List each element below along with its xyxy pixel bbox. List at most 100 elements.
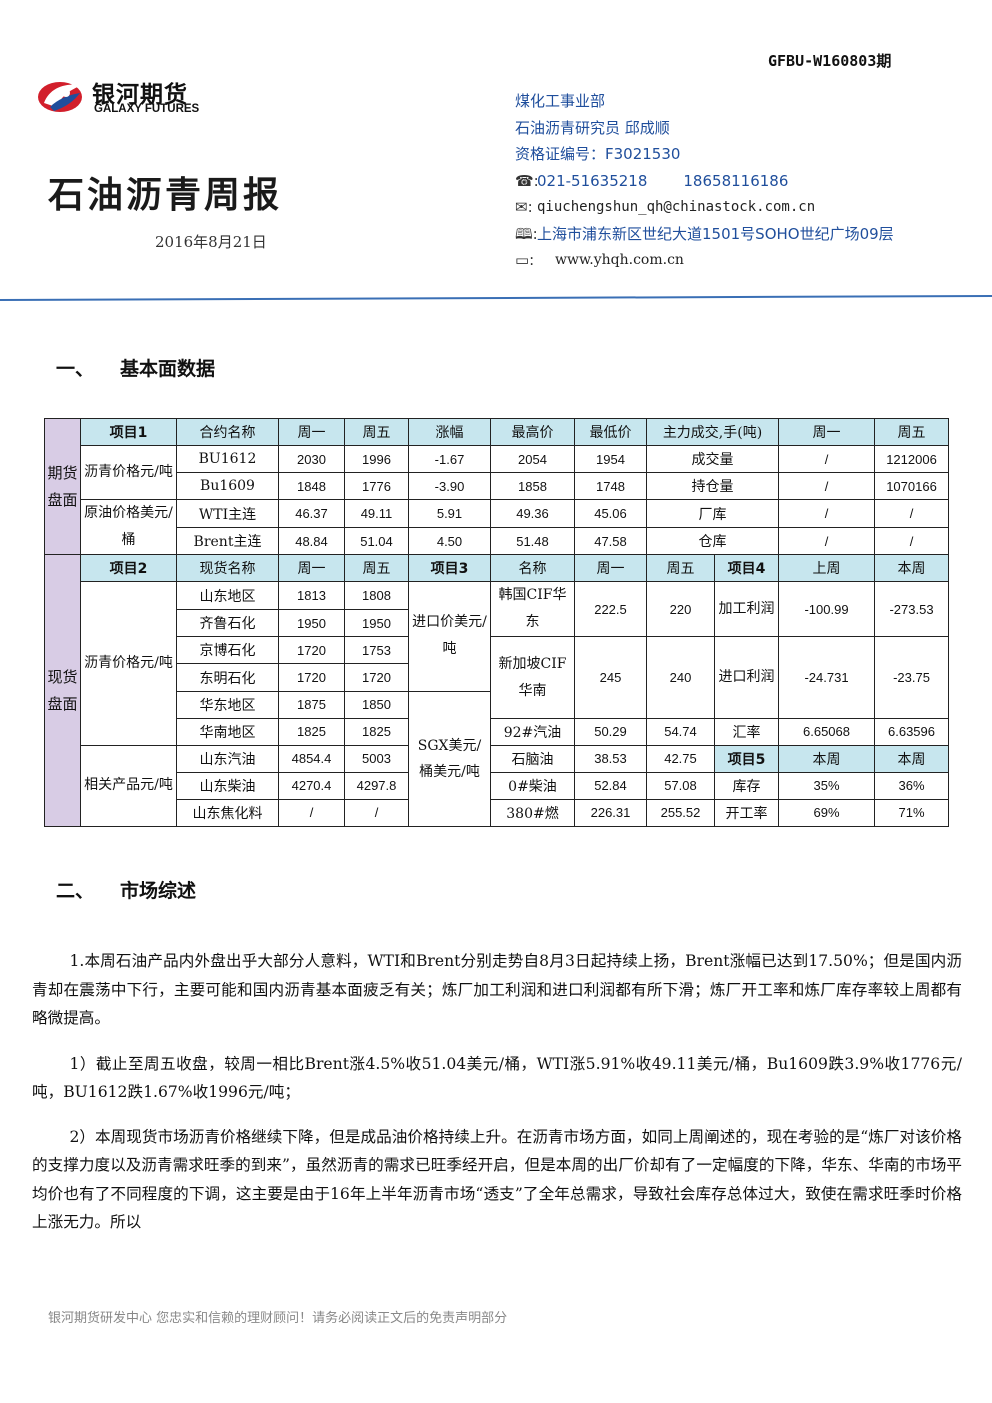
address-row: 🕮: 上海市浦东新区世纪大道1501号SOHO世纪广场09层 xyxy=(515,221,894,248)
table-cell: 36% xyxy=(874,771,949,800)
table-cell: / xyxy=(874,526,949,556)
table-cell: 245 xyxy=(574,636,647,719)
spot-name: 华东地区 xyxy=(176,690,279,719)
table-cell: 71% xyxy=(874,798,949,828)
spot-name: 山东焦化料 xyxy=(176,798,279,828)
table-cell: 4297.8 xyxy=(344,771,409,800)
table-cell: 1850 xyxy=(344,690,409,719)
table-cell: 220 xyxy=(646,581,715,638)
import-group: 进口价美元/吨 xyxy=(408,581,491,692)
table-cell: 1070166 xyxy=(874,472,949,501)
table-cell: 46.37 xyxy=(278,499,345,528)
website-row: ▭: www.yhqh.com.cn xyxy=(515,247,894,274)
table-cell: 38.53 xyxy=(574,744,647,773)
futures-side-label: 期货盘面 xyxy=(44,417,81,556)
table-cell: -1.67 xyxy=(408,445,491,474)
futures-group-crude: 原油价格美元/桶 xyxy=(80,499,177,556)
table-cell: 49.36 xyxy=(490,499,575,528)
metric-name: 仓库 xyxy=(646,526,779,556)
table-cell: 6.65068 xyxy=(778,717,875,746)
table-cell: 1858 xyxy=(490,472,575,501)
table-cell: 226.31 xyxy=(574,798,647,828)
table-cell: 4270.4 xyxy=(278,771,345,800)
table-cell: 51.04 xyxy=(344,526,409,556)
table-cell: 222.5 xyxy=(574,581,647,638)
table-cell: 1720 xyxy=(278,636,345,665)
section-2-number: 二、 xyxy=(56,880,95,902)
footer-note: 银河期货研发中心 您忠实和信赖的理财顾问！请务必阅读正文后的免责声明部分 xyxy=(48,1311,508,1326)
spot-header-cell: 周五 xyxy=(344,554,409,583)
table-cell: -24.731 xyxy=(778,636,875,719)
table-cell: 52.84 xyxy=(574,771,647,800)
spot-header-cell: 项目2 xyxy=(80,554,177,583)
table-cell: -23.75 xyxy=(874,636,949,719)
table-cell: 2030 xyxy=(278,445,345,474)
table-cell: 50.29 xyxy=(574,717,647,746)
paragraph: 1.本周石油产品内外盘出乎大部分人意料，WTI和Brent分别走势自8月3日起持… xyxy=(32,952,962,1027)
spot-group-related: 相关产品元/吨 xyxy=(80,744,177,828)
table-cell: 6.63596 xyxy=(874,717,949,746)
spot-header-cell: 上周 xyxy=(778,554,875,583)
spot-header-cell: 项目3 xyxy=(408,554,491,583)
table-cell: -273.53 xyxy=(874,581,949,638)
header-rule xyxy=(0,295,992,301)
spot-header-cell: 周五 xyxy=(646,554,715,583)
table-cell: 57.08 xyxy=(646,771,715,800)
item5-header-cell: 本周 xyxy=(778,744,875,773)
galaxy-logo-icon xyxy=(38,82,82,112)
table-cell: 5003 xyxy=(344,744,409,773)
table-cell: / xyxy=(874,499,949,528)
table-cell: 1848 xyxy=(278,472,345,501)
table-cell: 5.91 xyxy=(408,499,491,528)
table-cell: 1875 xyxy=(278,690,345,719)
analyst: 石油沥青研究员 邱成顺 xyxy=(515,118,670,137)
table-cell: / xyxy=(778,526,875,556)
website[interactable]: www.yhqh.com.cn xyxy=(555,252,684,269)
logo: 银河期货 GALAXY FUTURES xyxy=(36,73,236,123)
table-cell: 1825 xyxy=(344,717,409,746)
spot-name: 山东柴油 xyxy=(176,771,279,800)
futures-header-cell: 主力成交,手(吨) xyxy=(646,417,779,447)
table-cell: 1720 xyxy=(278,663,345,692)
table-cell: 47.58 xyxy=(574,526,647,556)
table-row: 东明石化 1720 1720 xyxy=(45,663,949,692)
table-cell: -100.99 xyxy=(778,581,875,638)
spot-side-label: 现货盘面 xyxy=(44,554,81,828)
futures-group-asphalt: 沥青价格元/吨 xyxy=(80,445,177,501)
spot-header-cell: 项目4 xyxy=(714,554,779,583)
address: 上海市浦东新区世纪大道1501号SOHO世纪广场09层 xyxy=(537,224,894,243)
email[interactable]: qiuchengshun_qh@chinastock.com.cn xyxy=(537,199,816,216)
spot-name: 山东地区 xyxy=(176,581,279,610)
table-cell: 51.48 xyxy=(490,526,575,556)
spot-group-asphalt: 沥青价格元/吨 xyxy=(80,581,177,746)
spot-name: 东明石化 xyxy=(176,663,279,692)
table-cell: 48.84 xyxy=(278,526,345,556)
item5-name: 开工率 xyxy=(714,798,779,828)
document-code: GFBU-W160803期 xyxy=(768,52,892,70)
table-cell: 1748 xyxy=(574,472,647,501)
futures-header-cell: 最高价 xyxy=(490,417,575,447)
item4-name: 进口利润 xyxy=(714,636,779,719)
table-cell: 255.52 xyxy=(646,798,715,828)
table-cell: 1212006 xyxy=(874,445,949,474)
paragraph: 1）截止至周五收盘，较周一相比Brent涨4.5%收51.04美元/桶，WTI涨… xyxy=(32,1054,962,1102)
table-cell: 42.75 xyxy=(646,744,715,773)
import-name: 新加坡CIF华南 xyxy=(490,636,575,719)
sgx-group: SGX美元/桶美元/吨 xyxy=(408,690,491,828)
table-cell: 1950 xyxy=(278,608,345,638)
table-row: 沥青价格元/吨 BU1612 2030 1996 -1.67 2054 1954… xyxy=(45,445,949,501)
contract-name: Bu1609 xyxy=(176,472,279,501)
item5-header-cell: 项目5 xyxy=(714,744,779,773)
market-summary: 1.本周石油产品内外盘出乎大部分人意料，WTI和Brent分别走势自8月3日起持… xyxy=(32,947,962,1237)
contact-block: 煤化工事业部 石油沥青研究员 邱成顺 资格证编号：F3021530 ☎: 021… xyxy=(515,88,894,274)
sgx-name: 0#柴油 xyxy=(490,771,575,800)
table-cell: 2054 xyxy=(490,445,575,474)
contract-name: BU1612 xyxy=(176,445,279,474)
futures-header-cell: 合约名称 xyxy=(176,417,279,447)
contract-name: WTI主连 xyxy=(176,499,279,528)
table-cell: -3.90 xyxy=(408,472,491,501)
table-cell: 1825 xyxy=(278,717,345,746)
item4-name: 汇率 xyxy=(714,717,779,746)
email-row: ✉: qiuchengshun_qh@chinastock.com.cn xyxy=(515,194,894,221)
table-row: 相关产品元/吨 山东汽油 4854.4 5003 石脑油 38.53 42.75… xyxy=(45,744,949,828)
